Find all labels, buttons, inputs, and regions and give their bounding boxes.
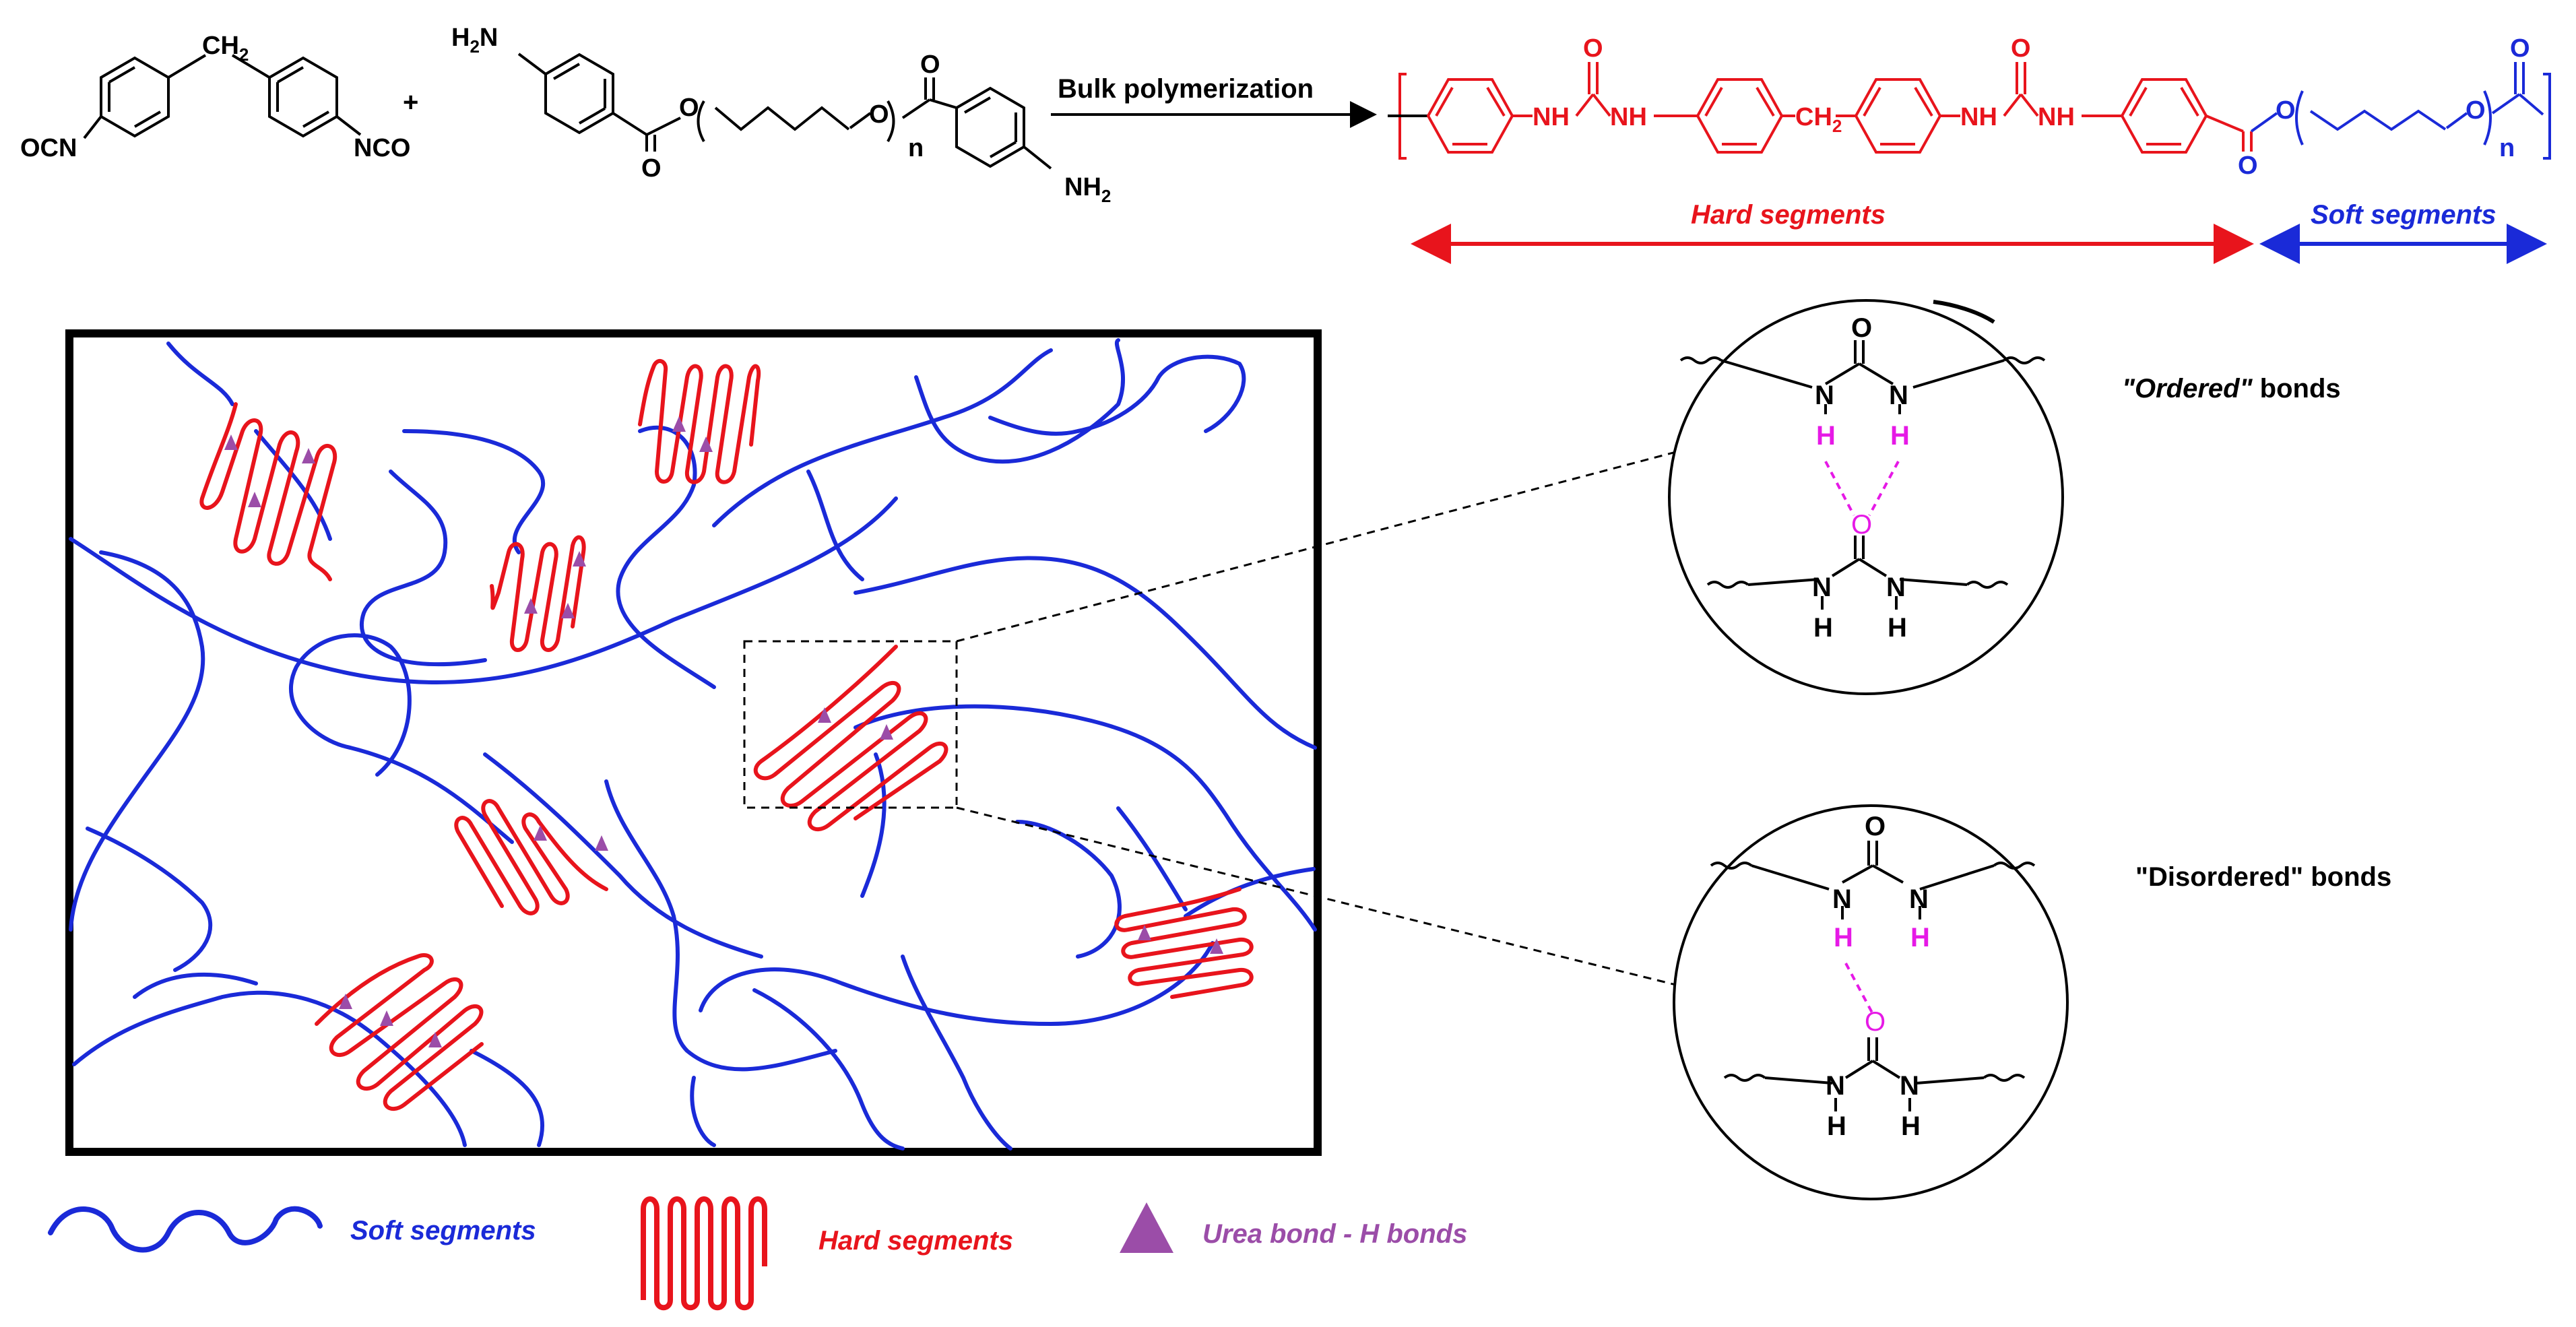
reactant-mdi [83, 54, 362, 139]
product-structure [1388, 62, 2551, 160]
hard-domain-2 [638, 359, 761, 484]
reactant-diamine [517, 53, 1052, 170]
hard-segment-domains [199, 359, 1254, 1111]
legend-soft-label: Soft segments [350, 1216, 536, 1245]
urea-marker [534, 825, 547, 841]
urea-marker [1138, 925, 1151, 940]
product-soft-segment [2250, 62, 2551, 160]
urea-marker [880, 724, 893, 740]
disordered-n-br: N [1900, 1071, 1919, 1101]
product-o-1: O [1583, 34, 1603, 63]
hard-domain-4 [753, 645, 948, 831]
legend-urea-swatch [1120, 1202, 1173, 1253]
product-nh-1: NH [1533, 103, 1570, 131]
urea-marker [302, 448, 315, 463]
product-n-label: n [2499, 134, 2515, 162]
urea-marker [380, 1010, 393, 1026]
urea-marker [248, 492, 261, 507]
disordered-n-left: N [1832, 884, 1852, 914]
legend-hard-label: Hard segments [818, 1226, 1013, 1256]
product-nh-2: NH [1610, 103, 1647, 131]
urea-marker [818, 707, 831, 723]
disordered-h-right: H [1910, 923, 1930, 952]
leader-to-disordered [956, 806, 1685, 988]
ordered-h-left: H [1816, 421, 1836, 451]
product-o-3: O [2238, 152, 2258, 180]
urea-marker [1210, 938, 1223, 954]
soft-segments-caption: Soft segments [2311, 200, 2497, 230]
disordered-h-br: H [1901, 1111, 1921, 1141]
urea-marker [672, 416, 686, 432]
zoom-indicator [743, 438, 1725, 988]
disordered-bonds-circle: O N N H H O N N H H [1673, 804, 2069, 1200]
hard-domain-1 [199, 402, 337, 581]
urea-marker [561, 603, 575, 618]
segment-arrows: Hard segments Soft segments [1411, 200, 2547, 264]
hard-domain-7 [1114, 887, 1254, 999]
urea-marker [524, 598, 538, 614]
ordered-bonds-label: "Ordered" bonds [2122, 374, 2341, 403]
product-labels: NH O NH CH2 NH O NH O O O O n [1533, 34, 2530, 180]
urea-marker [573, 551, 586, 567]
ordered-n-bl: N [1812, 573, 1832, 602]
hard-domain-5 [454, 799, 608, 915]
ordered-n-left: N [1815, 381, 1834, 410]
mdi-ch2-label: CH2 [202, 32, 249, 65]
urea-hbond-markers [224, 416, 1223, 1047]
disordered-o-top: O [1865, 812, 1886, 841]
ordered-o-top: O [1851, 313, 1872, 343]
leader-to-ordered [956, 438, 1725, 643]
h2n-label: H2N [451, 24, 498, 57]
ordered-h-bl: H [1813, 613, 1833, 643]
product-o-6: O [2510, 34, 2530, 63]
product-ch2: CH2 [1795, 103, 1842, 136]
urea-marker [224, 434, 238, 450]
urea-marker [428, 1032, 442, 1047]
ordered-n-br: N [1886, 573, 1906, 602]
legend-urea-label: Urea bond - H bonds [1202, 1219, 1467, 1249]
urea-marker [595, 835, 608, 851]
disordered-bonds-label: "Disordered" bonds [2135, 862, 2391, 892]
ordered-o-mid: O [1851, 510, 1872, 540]
ordered-h-br: H [1888, 613, 1907, 643]
carbonyl-o2-label: O [920, 51, 940, 79]
hard-domain-3 [490, 535, 586, 652]
product-nh-3: NH [1960, 103, 1997, 131]
product-o-4: O [2276, 96, 2296, 125]
disordered-n-right: N [1909, 884, 1929, 914]
reaction-labels: OCN CH2 NCO + H2N O O O n O NH2 Bulk pol… [20, 24, 1314, 206]
ordered-n-right: N [1889, 381, 1908, 410]
legend-soft-swatch [48, 1206, 323, 1253]
plus-sign: + [403, 88, 418, 117]
nco-label: NCO [354, 134, 410, 162]
carbonyl-o-label: O [641, 154, 662, 183]
ether-o-label: O [869, 100, 889, 129]
product-o-2: O [2011, 34, 2031, 63]
disordered-n-bl: N [1826, 1071, 1845, 1101]
morphology-frame [65, 329, 1322, 1156]
disordered-h-bl: H [1827, 1111, 1846, 1141]
hard-segments-caption: Hard segments [1691, 200, 1886, 230]
urea-marker [699, 436, 713, 452]
legend: Soft segments Hard segments Urea bond - … [48, 1196, 1467, 1311]
ordered-bonds-circle: N N O H H O N N H H [1668, 299, 2064, 695]
nh2-label: NH2 [1064, 173, 1111, 206]
hard-domain-6 [315, 953, 484, 1111]
ordered-h-right: H [1890, 421, 1910, 451]
product-o-5: O [2466, 96, 2486, 125]
ocn-label: OCN [20, 134, 77, 162]
disordered-o-mid: O [1865, 1007, 1886, 1037]
product-nh-4: NH [2038, 103, 2075, 131]
repeat-n-label: n [908, 134, 924, 162]
urea-marker [339, 994, 352, 1009]
soft-segment-chains [69, 338, 1317, 1151]
product-hard-segment [1388, 62, 2253, 160]
disordered-h-left: H [1834, 923, 1853, 952]
ester-o-label: O [679, 94, 699, 122]
bulk-polymerization-label: Bulk polymerization [1058, 74, 1314, 104]
zoom-box [743, 640, 958, 809]
reaction-scheme [83, 53, 1377, 170]
legend-hard-swatch [641, 1196, 767, 1311]
